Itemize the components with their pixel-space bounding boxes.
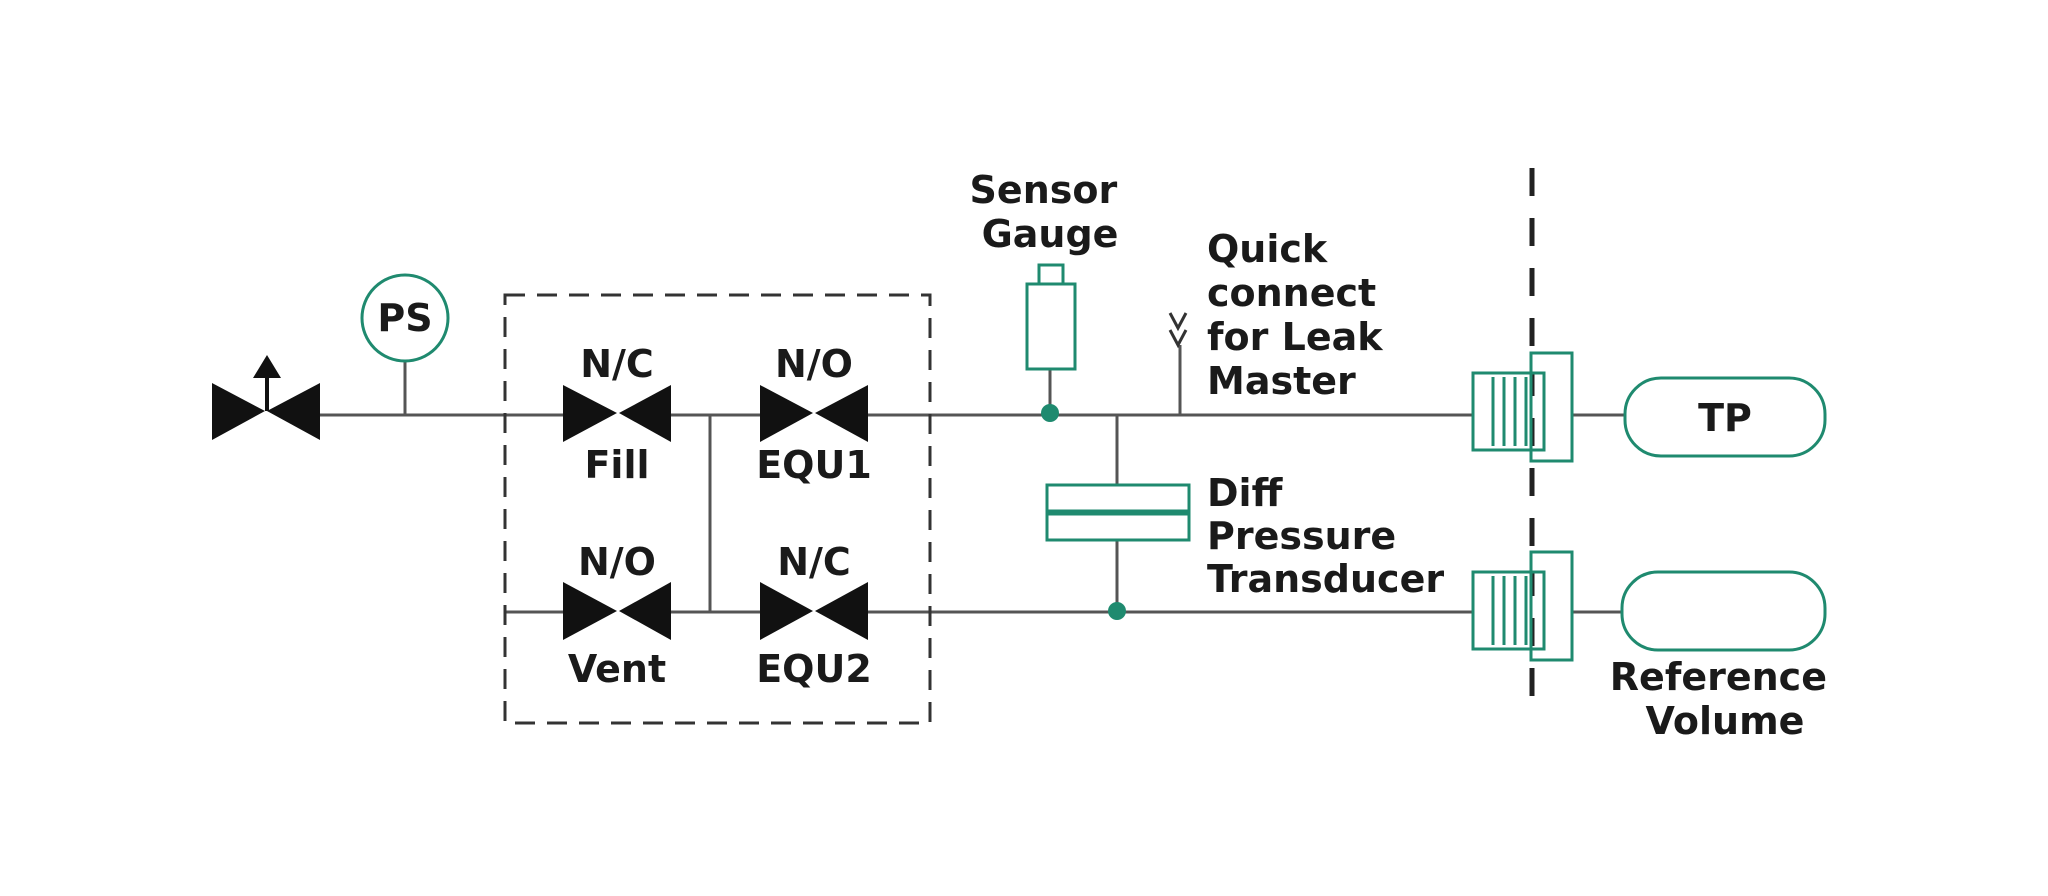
sensor-gauge-junction-dot [1041, 404, 1059, 422]
quick-connect-fitting [1168, 312, 1188, 349]
manual-supply-valve [212, 355, 320, 440]
equ1-valve-state-label: N/O [775, 342, 853, 386]
sensor-gauge-cap [1037, 263, 1065, 287]
fill-valve [563, 385, 671, 442]
fill-valve-state-label: N/C [580, 342, 654, 386]
sensor-gauge [1025, 263, 1077, 371]
vent-valve-right-triangle [619, 582, 671, 640]
ps-label: PS [377, 296, 432, 340]
equ2-valve-state-label: N/C [777, 540, 851, 584]
equ2-valve-right-triangle [815, 582, 868, 640]
diff-pressure-label: Diff Pressure Transducer [1207, 471, 1444, 601]
vent-valve [563, 582, 671, 640]
equ1-valve-left-triangle [760, 385, 813, 442]
test-connector-outer [1471, 371, 1533, 452]
equ2-valve-left-triangle [760, 582, 813, 640]
sensor-gauge-body [1025, 282, 1077, 371]
tp-vessel [1623, 376, 1827, 458]
manual-valve-right-triangle [267, 383, 320, 440]
ps-circle [360, 273, 450, 363]
fill-valve-right-triangle [619, 385, 671, 442]
vent-valve-left-triangle [563, 582, 617, 640]
quick-connect-lower-v-icon [1168, 329, 1188, 349]
quick-connect-label: Quick connect for Leak Master [1207, 227, 1396, 403]
vent-valve-name-label: Vent [568, 647, 666, 691]
reference-connector-body [1529, 550, 1574, 662]
fill-valve-left-triangle [563, 385, 617, 442]
quick-connect-upper-v-icon [1168, 312, 1188, 332]
reference-volume-label: Reference Volume [1610, 655, 1840, 743]
diff-pressure-transducer [1045, 483, 1191, 542]
test-connector-body [1529, 351, 1574, 463]
diff-transducer-junction-dot [1108, 602, 1126, 620]
equ2-valve [760, 582, 868, 640]
equ1-valve [760, 385, 868, 442]
vent-valve-state-label: N/O [578, 540, 656, 584]
test-part-connector [1471, 351, 1574, 463]
diff-transducer-lower-plate [1045, 512, 1191, 542]
tp-label: TP [1698, 396, 1752, 440]
fill-valve-name-label: Fill [584, 443, 649, 487]
reference-connector [1471, 550, 1574, 662]
equ2-valve-name-label: EQU2 [756, 647, 872, 691]
sensor-gauge-label: Sensor Gauge [970, 168, 1131, 256]
manual-valve-left-triangle [212, 383, 265, 440]
reference-connector-outer [1471, 570, 1533, 651]
equ1-valve-name-label: EQU1 [756, 443, 872, 487]
equ1-valve-right-triangle [815, 385, 868, 442]
valve-manifold-dashed-box [503, 293, 932, 725]
reference-volume-vessel [1620, 570, 1827, 652]
manual-valve-arrow-icon [253, 355, 281, 378]
diff-transducer-upper-plate [1045, 483, 1191, 513]
